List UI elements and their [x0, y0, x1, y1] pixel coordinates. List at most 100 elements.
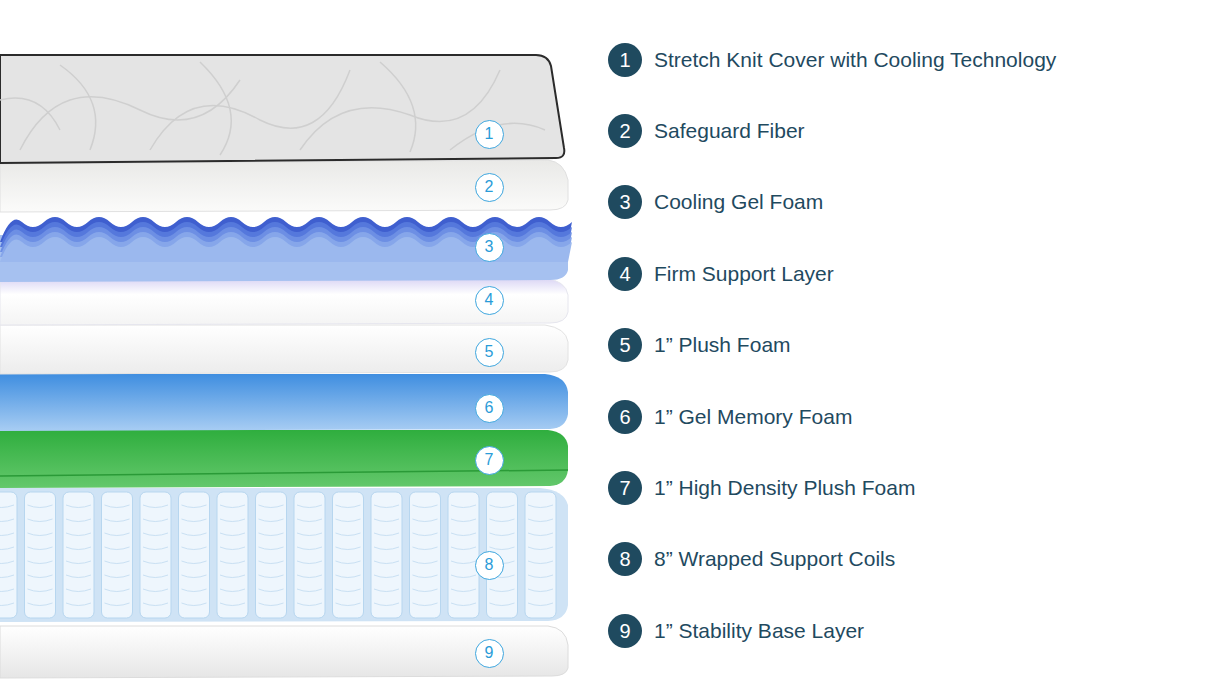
coil-wrap [66, 505, 91, 508]
coil-wrap [28, 561, 53, 564]
coil-wrap [528, 561, 553, 564]
callout-number: 3 [485, 239, 494, 255]
coil-wrap [0, 547, 14, 550]
coil-wrap [182, 547, 207, 550]
coil-wrap [297, 561, 322, 564]
coil-wrap [259, 533, 284, 536]
coil-wrap [528, 519, 553, 522]
coil-wrap [374, 519, 399, 522]
coil-wrap [528, 575, 553, 578]
coil-wrap [297, 575, 322, 578]
coil-wrap [374, 589, 399, 592]
coil-wrap [374, 547, 399, 550]
coil-wrap [336, 561, 361, 564]
coil-wrap [528, 533, 553, 536]
legend-number-circle: 61” Gel Memory Foam [608, 400, 642, 434]
coil-wrap [451, 575, 476, 578]
coil-wrap [0, 575, 14, 578]
coil-wrap [66, 561, 91, 564]
plush-layer [0, 325, 568, 374]
callout-circle: 8 [475, 551, 504, 580]
coil-wrap [0, 589, 14, 592]
layer-name: 1” Plush Foam [654, 332, 791, 357]
coil-wrap [0, 519, 14, 522]
coil-wrap [28, 505, 53, 508]
coil-wrap [374, 603, 399, 606]
coil-wrap [297, 547, 322, 550]
callout-circle: 3 [475, 233, 504, 262]
legend-number-circle: 3Cooling Gel Foam [608, 185, 642, 219]
coil-wrap [220, 603, 245, 606]
coil-wrap [336, 589, 361, 592]
layer-name: Safeguard Fiber [654, 118, 805, 143]
coil-wrap [528, 505, 553, 508]
coil-wrap [413, 603, 438, 606]
coil-wrap [336, 519, 361, 522]
callout-number: 5 [485, 344, 494, 360]
coil-wrap [105, 547, 130, 550]
legend-number-circle: 88” Wrapped Support Coils [608, 542, 642, 576]
callout-circle: 4 [475, 286, 504, 315]
coil [333, 492, 364, 618]
coil-group [0, 492, 556, 618]
coil-wrap [259, 519, 284, 522]
fiber-layer [0, 160, 568, 212]
layer-name: 1” Gel Memory Foam [654, 404, 852, 429]
coil [25, 492, 56, 618]
coil-wrap [374, 533, 399, 536]
callout-number: 9 [619, 621, 630, 641]
coil-wrap [28, 603, 53, 606]
coil-wrap [28, 519, 53, 522]
coil-wrap [105, 561, 130, 564]
coil-wrap [528, 547, 553, 550]
coil-wrap [105, 589, 130, 592]
gel-memory-layer [0, 374, 568, 431]
cover-layer [0, 55, 564, 163]
coil-wrap [143, 533, 168, 536]
coil-wrap [105, 603, 130, 606]
coil-wrap [336, 505, 361, 508]
coil-wrap [490, 505, 515, 508]
coil-wrap [143, 547, 168, 550]
coil-wrap [259, 547, 284, 550]
coil-wrap [413, 575, 438, 578]
coil-wrap [0, 561, 14, 564]
legend-number-circle: 2Safeguard Fiber [608, 114, 642, 148]
coil-wrap [451, 603, 476, 606]
coil-wrap [336, 547, 361, 550]
coil [63, 492, 94, 618]
callout-number: 4 [619, 264, 630, 284]
coil-wrap [297, 519, 322, 522]
callout-circle: 2 [475, 173, 504, 202]
coil-wrap [220, 547, 245, 550]
coil-wrap [374, 505, 399, 508]
coil-wrap [490, 603, 515, 606]
coil-wrap [413, 519, 438, 522]
callout-number: 7 [619, 478, 630, 498]
callout-number: 1 [485, 126, 494, 142]
coil-wrap [528, 603, 553, 606]
coil-wrap [28, 575, 53, 578]
coil [217, 492, 248, 618]
coil-wrap [143, 603, 168, 606]
coil [0, 492, 17, 618]
coil-wrap [259, 575, 284, 578]
coil-wrap [66, 533, 91, 536]
legend-number-circle: 1Stretch Knit Cover with Cooling Technol… [608, 43, 642, 77]
coil-wrap [451, 533, 476, 536]
coil-wrap [220, 575, 245, 578]
coil [179, 492, 210, 618]
callout-number: 6 [619, 407, 630, 427]
callout-circle: 7 [475, 446, 504, 475]
base-layer [0, 626, 568, 678]
coil-wrap [182, 505, 207, 508]
coil-wrap [336, 533, 361, 536]
coil-layer [0, 488, 568, 622]
coil-wrap [182, 589, 207, 592]
legend-number-circle: 71” High Density Plush Foam [608, 471, 642, 505]
coil-wrap [220, 519, 245, 522]
callout-number: 3 [619, 192, 630, 212]
coil-wrap [259, 561, 284, 564]
callout-number: 6 [485, 400, 494, 416]
callout-number: 4 [485, 292, 494, 308]
